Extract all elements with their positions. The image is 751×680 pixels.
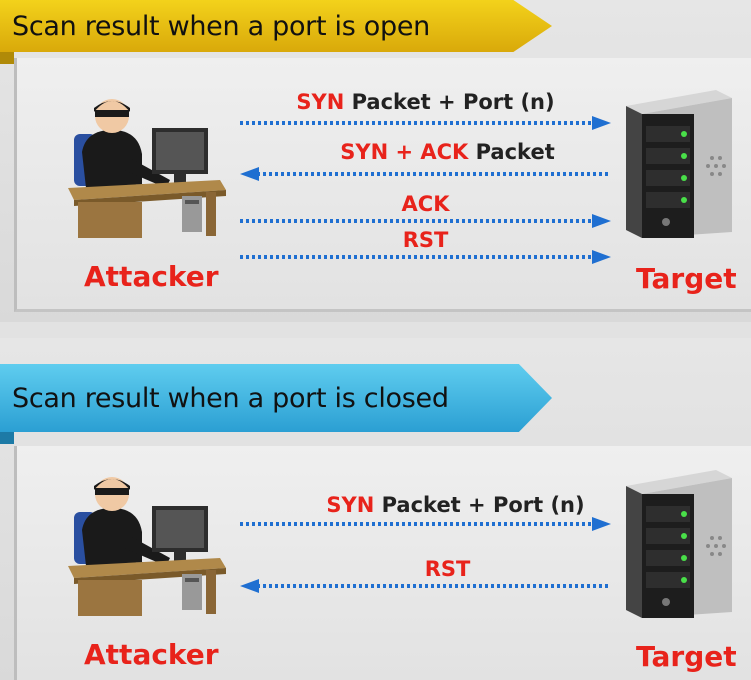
attacker-label: Attacker	[84, 260, 219, 293]
arrow-right	[240, 250, 611, 264]
arrow-right	[240, 214, 611, 228]
attacker-icon	[60, 92, 230, 242]
target-label: Target	[636, 640, 737, 673]
arrow-left	[240, 167, 611, 181]
closed-section-title: Scan result when a port is closed	[0, 364, 552, 432]
attacker-icon	[60, 470, 230, 620]
target-label: Target	[636, 262, 737, 295]
banner-fold	[0, 432, 14, 444]
server-icon	[612, 86, 740, 246]
attacker-label: Attacker	[84, 638, 219, 671]
arrow-right	[240, 517, 611, 531]
server-icon	[612, 466, 740, 626]
arrow-left	[240, 579, 611, 593]
arrow-right	[240, 116, 611, 130]
banner-fold	[0, 52, 14, 64]
open-section-title: Scan result when a port is open	[0, 0, 552, 52]
